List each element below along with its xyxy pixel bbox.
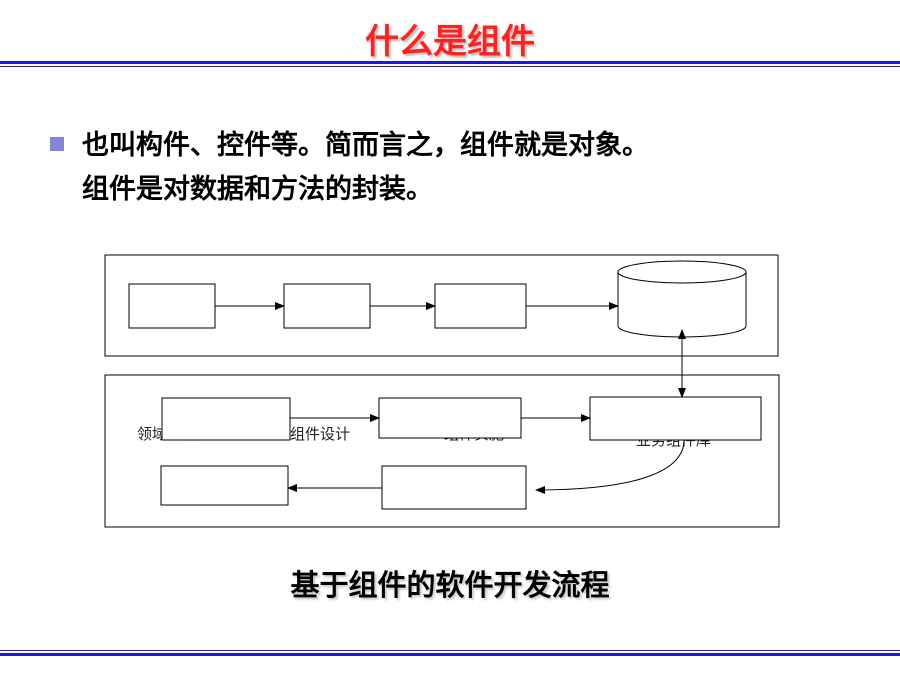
bottom-rule-thin: [0, 650, 900, 651]
upper-box-3: [434, 283, 527, 329]
diagram-caption: 基于组件的软件开发流程: [290, 568, 610, 602]
lower-panel: [104, 374, 780, 528]
lower-box-1: [161, 397, 291, 441]
arrow-l3-l5-curve: [535, 439, 685, 494]
upper-box-1: [128, 283, 216, 329]
upper-panel: [104, 254, 779, 357]
bullet-line-1: 也叫构件、控件等。简而言之，组件就是对象。: [82, 130, 649, 161]
lower-box-3: [589, 396, 762, 441]
top-rule-thin: [0, 66, 900, 67]
slide-title: 什么是组件: [365, 22, 535, 62]
bullet-line-2: 组件是对数据和方法的封装。: [82, 174, 433, 205]
label-component-design: 组件设计: [290, 425, 350, 443]
lower-box-5: [381, 465, 527, 510]
top-rule-thick: [0, 61, 900, 64]
bottom-rule-thick: [0, 653, 900, 656]
database-cylinder: [617, 260, 747, 338]
upper-box-2: [283, 283, 371, 329]
bullet-text: 也叫构件、控件等。简而言之，组件就是对象。 组件是对数据和方法的封装。: [82, 124, 862, 212]
lower-box-2: [378, 397, 522, 439]
lower-box-4: [160, 465, 289, 506]
bullet-square-icon: [50, 137, 64, 151]
